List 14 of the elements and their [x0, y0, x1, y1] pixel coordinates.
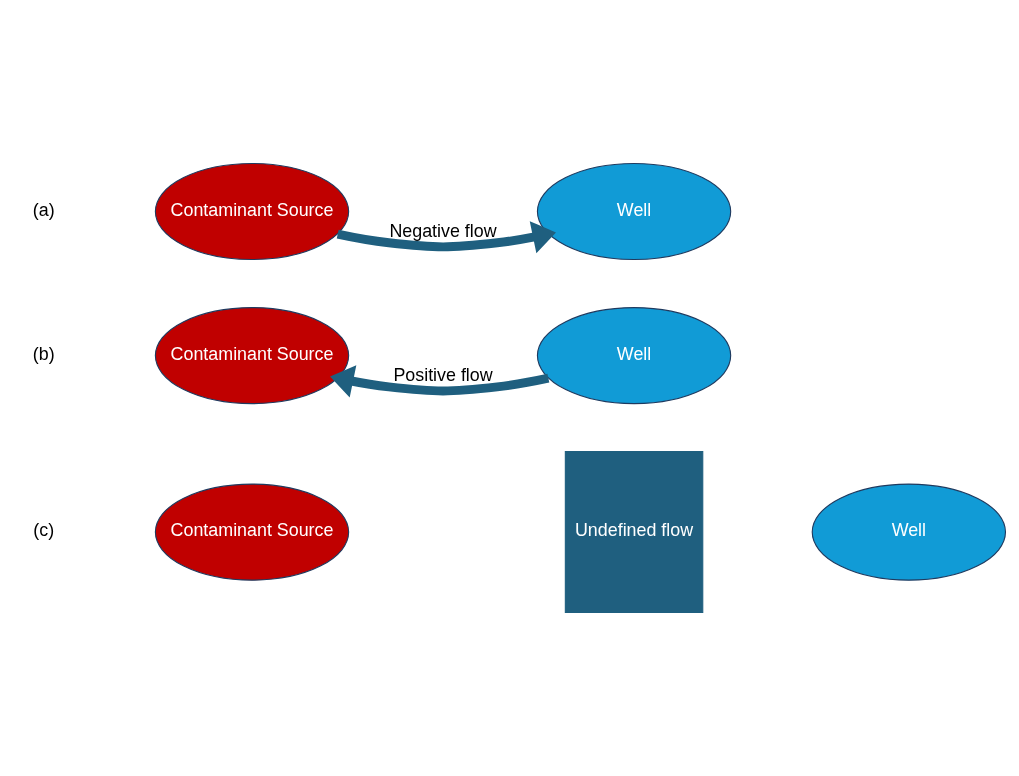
node-box: Undefined flow — [564, 451, 704, 614]
node-ellipse: Contaminant Source — [154, 307, 350, 405]
arrow — [330, 365, 550, 398]
label: (a) — [32, 199, 55, 220]
node-ellipse: Well — [536, 162, 732, 261]
node-ellipse: Well — [536, 307, 732, 405]
label: (c) — [33, 520, 55, 541]
label: (b) — [32, 343, 55, 364]
edge-label: Negative flow — [389, 220, 497, 241]
arrow — [336, 221, 556, 254]
node-ellipse: Contaminant Source — [154, 483, 350, 581]
node-ellipse: Contaminant Source — [154, 162, 350, 261]
edge-label: Positive flow — [393, 365, 493, 386]
node-ellipse: Well — [811, 483, 1007, 581]
